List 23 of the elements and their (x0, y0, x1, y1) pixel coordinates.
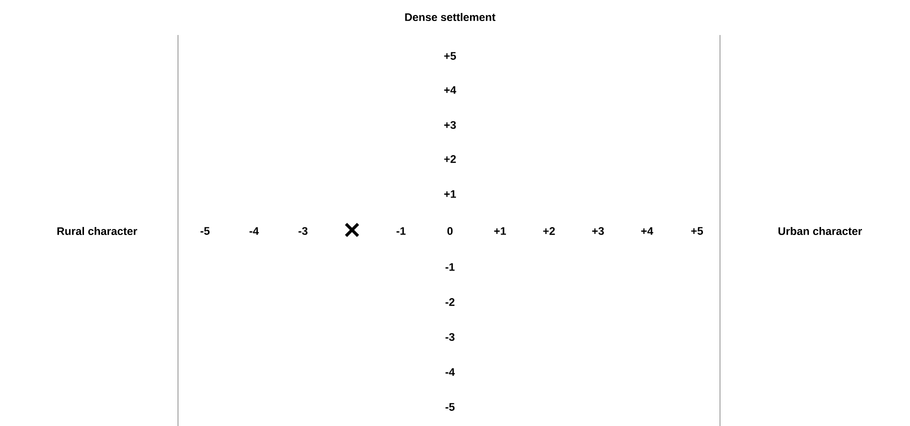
axis-label: Urban character (778, 226, 862, 236)
scale-number: -5 (446, 403, 455, 411)
axis-label: Rural character (57, 226, 138, 236)
axis-label: Dense settlement (405, 12, 496, 22)
scale-number: +4 (641, 227, 654, 235)
scale-number: 0 (447, 227, 453, 235)
scale-number: +5 (444, 52, 456, 60)
scale-number: +3 (592, 227, 604, 235)
scale-number: +3 (444, 121, 456, 129)
scale-number: -1 (446, 263, 455, 271)
scale-number: +2 (444, 155, 456, 163)
scale-number: +2 (543, 227, 555, 235)
scale-number: -3 (298, 227, 308, 235)
scale-number: -3 (446, 333, 454, 341)
scale-number: +1 (444, 190, 456, 198)
scale-number: +1 (494, 227, 506, 235)
scale-number: -4 (250, 227, 259, 235)
scale-number: +4 (444, 86, 456, 94)
scale-number: -4 (446, 368, 455, 376)
scale-number: -1 (396, 227, 406, 235)
scale-number: -2 (446, 298, 454, 306)
scale-number: -5 (200, 227, 210, 235)
scale-number: +5 (691, 227, 703, 235)
